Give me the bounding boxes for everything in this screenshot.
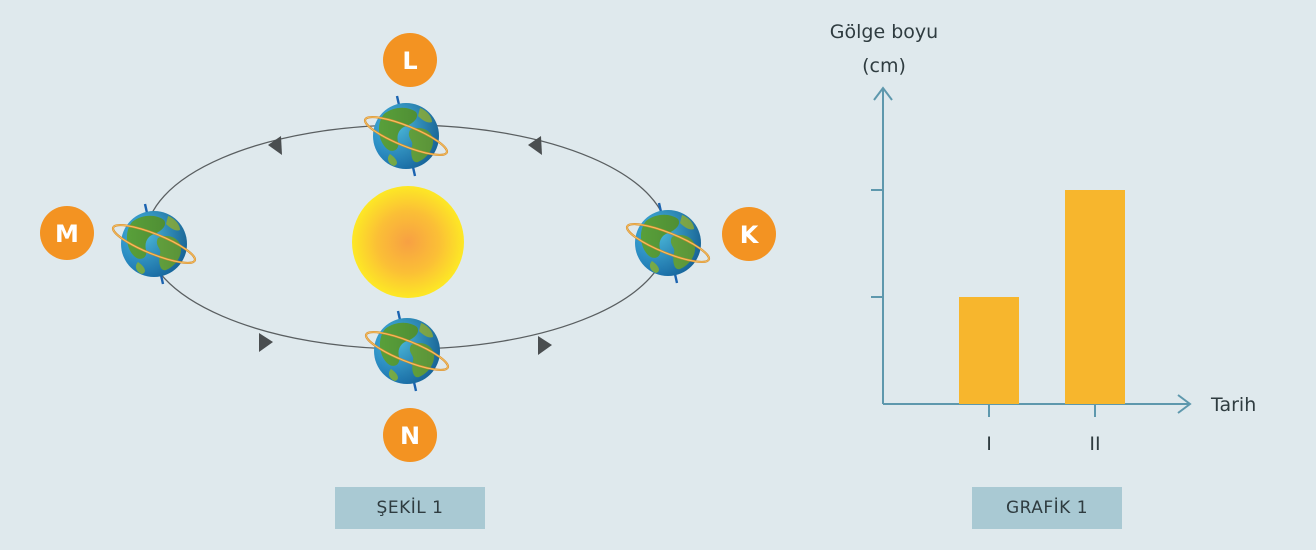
badge-m: M [40,206,94,260]
earth-position-l [360,94,452,178]
orbit-arrow-bottom-right [538,336,552,355]
bar-i [959,297,1019,404]
y-axis-label-line1: Gölge boyu [830,21,938,43]
bar-ii [1065,190,1125,404]
orbit-arrow-top-right [528,136,542,155]
y-axis-arrowhead [873,86,893,101]
badge-l: L [383,33,437,87]
badge-k-text: K [740,221,760,249]
sun [352,186,464,298]
orbit-arrow-top-left [268,136,282,155]
badge-n-text: N [400,422,420,450]
x-tick-label: II [1089,433,1100,455]
badge-l-text: L [402,47,417,75]
earth-position-k [622,201,714,285]
badge-k: K [722,207,776,261]
x-tick-label: I [986,433,992,455]
badge-n: N [383,408,437,462]
y-axis-label-line2: (cm) [862,55,906,77]
earth-position-m [108,202,200,286]
figure-1-caption: ŞEKİL 1 [335,487,485,529]
chart-caption: GRAFİK 1 [972,487,1122,529]
x-axis-arrowhead [1177,394,1192,414]
earth-position-n [361,309,453,393]
orbit-arrow-bottom-left [259,333,273,352]
badge-m-text: M [55,220,79,248]
x-axis-label: Tarih [1210,394,1256,416]
